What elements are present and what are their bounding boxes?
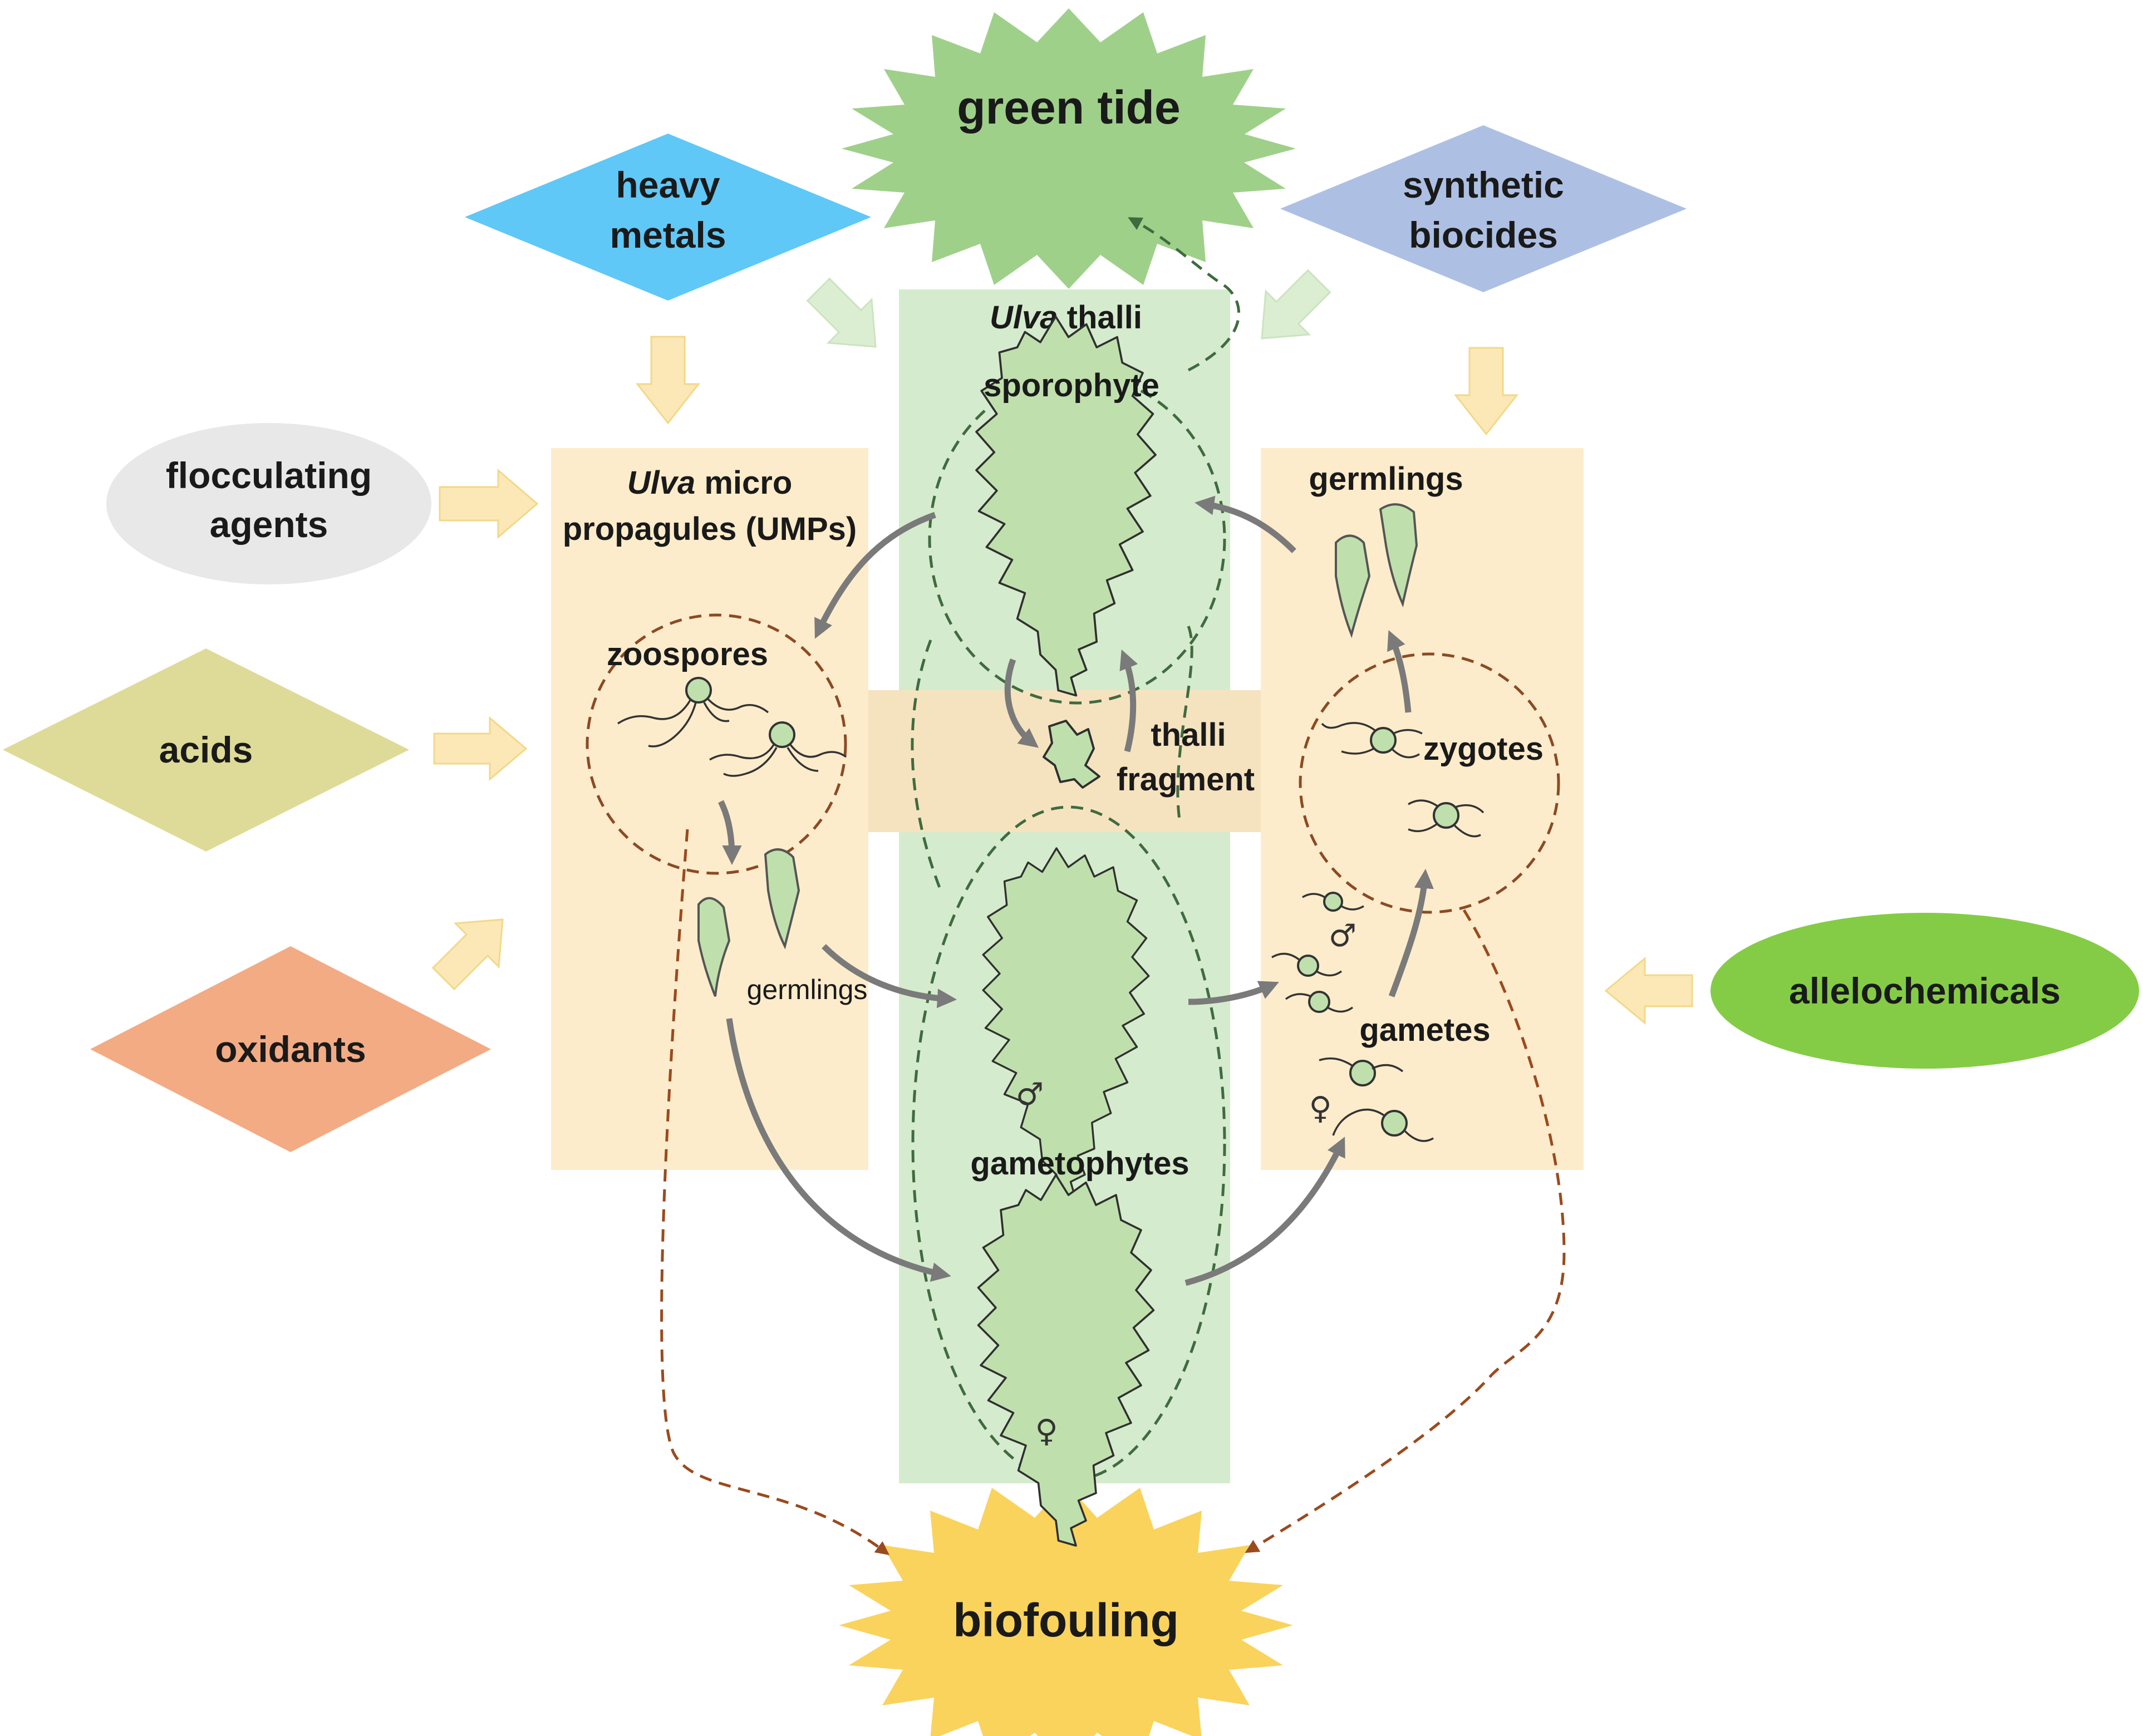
gametes-label: gametes [1359, 1012, 1490, 1048]
gametophytes-label: gametophytes [970, 1145, 1189, 1182]
arrow-female-to-gametes [1184, 1137, 1345, 1286]
block-arrow-oxidants [431, 918, 504, 991]
germling-icon-left-1 [697, 897, 731, 997]
svg-text:biocides: biocides [1409, 214, 1558, 255]
arrow-germlings-to-sporophyte [1195, 495, 1296, 553]
ump-panel [551, 448, 868, 1170]
thalli-fragment-label-line2: fragment [1117, 761, 1255, 798]
arrow-sporophyte-to-green-tide [1128, 217, 1240, 372]
germling-icon-right-2 [1379, 503, 1418, 608]
allelochemicals-stressor: allelochemicals [1711, 913, 2139, 1069]
svg-text:heavy: heavy [616, 164, 720, 205]
flocculating-agents-stressor: flocculating agents [106, 423, 431, 584]
block-arrow-heavy-metals-down [635, 336, 701, 425]
svg-text:allelochemicals: allelochemicals [1789, 970, 2061, 1011]
svg-text:agents: agents [210, 504, 328, 545]
heavy-metals-stressor: heavy metals [465, 134, 871, 301]
zoospores-circle [586, 613, 847, 875]
block-arrow-heavy-metals-diag [806, 277, 877, 348]
gamete-cell-5 [1302, 892, 1364, 912]
green-tide-label: green tide [957, 81, 1180, 134]
male-symbol-gametophyte: ♂ [1016, 1076, 1044, 1113]
green-tide-burst [842, 8, 1296, 289]
arrow-zygotes-to-biofouling [1245, 909, 1566, 1553]
block-arrow-allelochemicals [1604, 956, 1693, 1025]
zoospores-label: zoospores [607, 636, 768, 672]
germling-icon-left-2 [764, 848, 800, 950]
svg-text:acids: acids [159, 729, 253, 770]
arrow-germlings-to-male [822, 944, 957, 1009]
block-arrow-acids [433, 716, 528, 781]
germlings-left-label: germlings [747, 974, 868, 1005]
block-arrow-biocides-down [1453, 347, 1519, 436]
zygote-cell-2 [1408, 799, 1485, 838]
arrow-fragment-to-sporophyte [1119, 649, 1138, 753]
oxidants-stressor: oxidants [90, 946, 491, 1152]
svg-text:flocculating: flocculating [166, 455, 372, 496]
svg-text:synthetic: synthetic [1403, 164, 1564, 205]
male-symbol-gametes: ♂ [1329, 918, 1356, 954]
ump-panel-title-line1: Ulva micro [627, 465, 793, 501]
zoospore-cell-1 [617, 677, 769, 747]
connector-dash-left [911, 640, 942, 891]
svg-text:oxidants: oxidants [215, 1029, 366, 1070]
female-gametophyte-thallus [977, 1174, 1155, 1547]
gamete-cell-4 [1332, 1108, 1434, 1142]
zoospore-cell-2 [709, 721, 847, 777]
sporophyte-label: sporophyte [984, 367, 1159, 404]
thalli-fragment-shape [1043, 720, 1100, 789]
gamete-cell-2 [1285, 991, 1354, 1013]
arrow-sporophyte-to-zoospores [814, 512, 936, 639]
right-germlings-label: germlings [1309, 461, 1463, 497]
gamete-cell-3 [1319, 1057, 1404, 1086]
block-arrow-flocculating [439, 468, 539, 539]
svg-text:metals: metals [610, 214, 726, 255]
arrow-zygotes-to-germlings [1387, 630, 1412, 713]
connector-dash-right [1176, 626, 1193, 824]
arrow-gametes-to-zygotes [1388, 868, 1434, 997]
acids-stressor: acids [3, 648, 409, 852]
gamete-cell-1 [1271, 952, 1343, 977]
thalli-panel-title: Ulva thalli [990, 299, 1142, 336]
female-symbol-gametes: ♀ [1309, 1090, 1331, 1127]
biofouling-label: biofouling [953, 1594, 1179, 1646]
biofouling-burst [839, 1483, 1293, 1736]
arrow-male-to-gametes [1188, 981, 1279, 1005]
right-panel [1261, 448, 1584, 1170]
germling-icon-right-1 [1335, 534, 1371, 638]
thalli-fragment-label-line1: thalli [1151, 717, 1226, 753]
arrow-zoospores-to-germlings [718, 800, 742, 865]
zygotes-label: zygotes [1423, 731, 1544, 767]
gametophytes-ellipse [911, 805, 1226, 1482]
block-arrow-biocides-diag [1261, 269, 1331, 340]
arrow-germlings-to-female [726, 1018, 951, 1282]
ump-panel-title-line2: propagules (UMPs) [563, 511, 857, 547]
zygote-cell-1 [1321, 722, 1423, 759]
zygotes-circle [1299, 652, 1560, 914]
sporophyte-ellipse [928, 373, 1226, 705]
female-symbol-gametophyte: ♀ [1035, 1413, 1058, 1449]
arrow-sporophyte-to-fragment [1004, 658, 1039, 748]
synthetic-biocides-stressor: synthetic biocides [1280, 125, 1687, 292]
